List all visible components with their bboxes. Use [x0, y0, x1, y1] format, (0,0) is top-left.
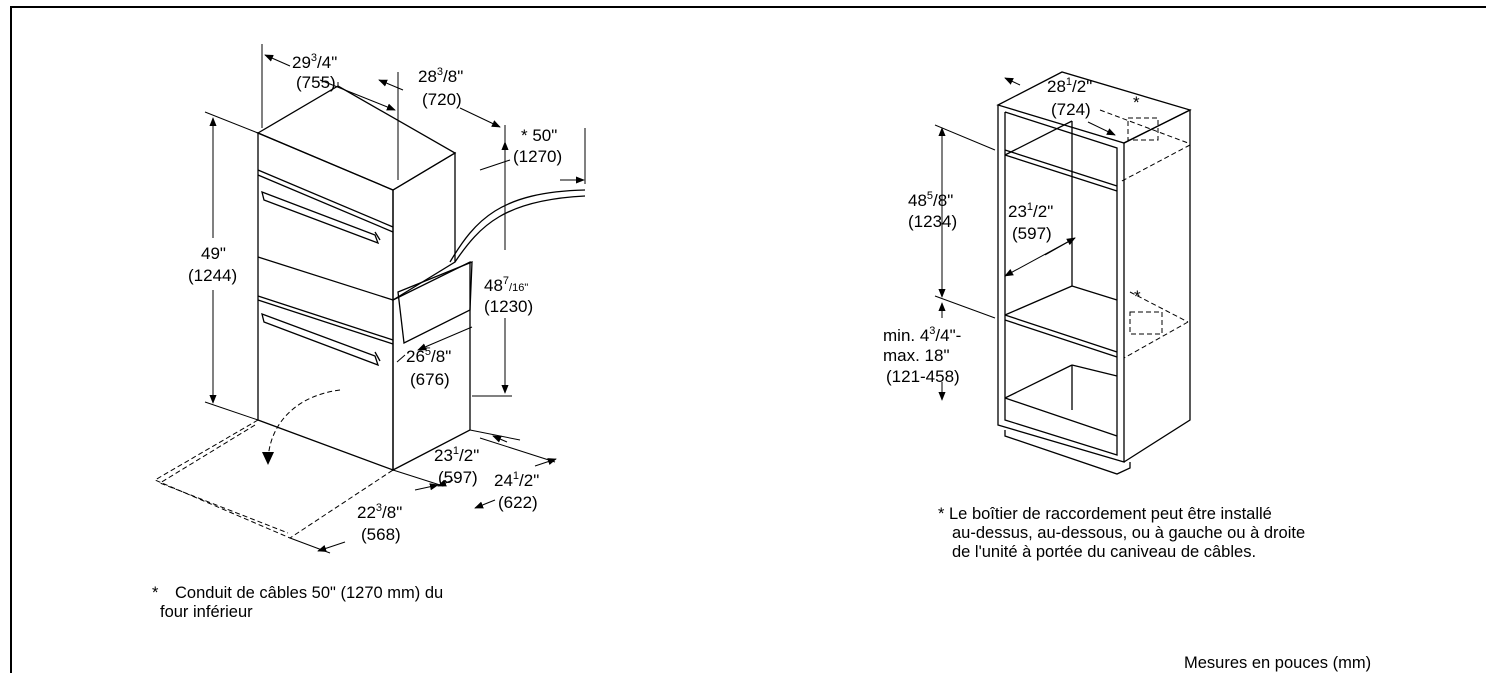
cab-height-mm: (1234)	[908, 212, 957, 231]
cab-depth: 231/2"	[1008, 201, 1053, 221]
dim-depth-c: 241/2"	[494, 470, 539, 490]
cab-floor-max: max. 18"	[883, 346, 950, 365]
dim-depth-c-mm: (622)	[498, 493, 538, 512]
right-note: * Le boîtier de raccordement peut être i…	[938, 505, 1305, 562]
cab-depth-mm: (597)	[1012, 224, 1052, 243]
cabinet-dimension-labels: 281/2" (724) * * 485/8" (1234) 231/2" (5…	[883, 76, 1141, 386]
dim-width-a: 293/4"	[292, 52, 337, 72]
page-frame	[10, 6, 1486, 673]
units-caption: Mesures en pouces (mm)	[1184, 654, 1372, 672]
dim-conduit: * 50"	[521, 126, 557, 145]
oven-dimension-lines	[204, 44, 586, 554]
dim-width-a-mm: (755)	[296, 73, 336, 92]
star-top: *	[1133, 93, 1140, 112]
dim-depth-b-mm: (597)	[438, 468, 478, 487]
cab-width: 281/2"	[1047, 76, 1092, 96]
left-note-line2: four inférieur	[160, 603, 253, 621]
star-mid: *	[1134, 287, 1141, 306]
dim-depth-a: 265/8"	[406, 346, 451, 366]
oven-dimension-labels: 293/4" (755) 283/8" (720) * 50" (1270) 4…	[188, 52, 562, 544]
cabinet-dimension-lines	[934, 77, 1116, 401]
left-note-star: *	[152, 584, 159, 602]
cab-height: 485/8"	[908, 190, 953, 210]
left-note: * Conduit de câbles 50" (1270 mm) du fou…	[152, 584, 443, 621]
dim-height-mm: (1244)	[188, 266, 237, 285]
cabinet-drawing	[996, 71, 1192, 475]
cab-floor-min: min. 43/4"-	[883, 325, 961, 345]
dim-conduit-mm: (1270)	[513, 147, 562, 166]
dim-door-mm: (568)	[361, 525, 401, 544]
dim-height: 49"	[201, 244, 226, 263]
left-note-line1: Conduit de câbles 50" (1270 mm) du	[175, 584, 444, 602]
dim-depth-b: 231/2"	[434, 445, 479, 465]
dim-height-b: 487/16"	[484, 275, 528, 295]
dim-depth-a-mm: (676)	[410, 370, 450, 389]
dim-width-b: 283/8"	[418, 66, 463, 86]
dim-height-b-mm: (1230)	[484, 297, 533, 316]
right-note-line3: de l'unité à portée du caniveau de câble…	[952, 543, 1257, 561]
cab-width-mm: (724)	[1051, 100, 1091, 119]
dim-door: 223/8"	[357, 502, 402, 522]
right-note-line2: au-dessus, au-dessous, ou à gauche ou à …	[952, 524, 1306, 542]
dim-width-b-mm: (720)	[422, 90, 462, 109]
cab-floor-mm: (121-458)	[886, 367, 960, 386]
right-note-line1: * Le boîtier de raccordement peut être i…	[938, 505, 1272, 523]
